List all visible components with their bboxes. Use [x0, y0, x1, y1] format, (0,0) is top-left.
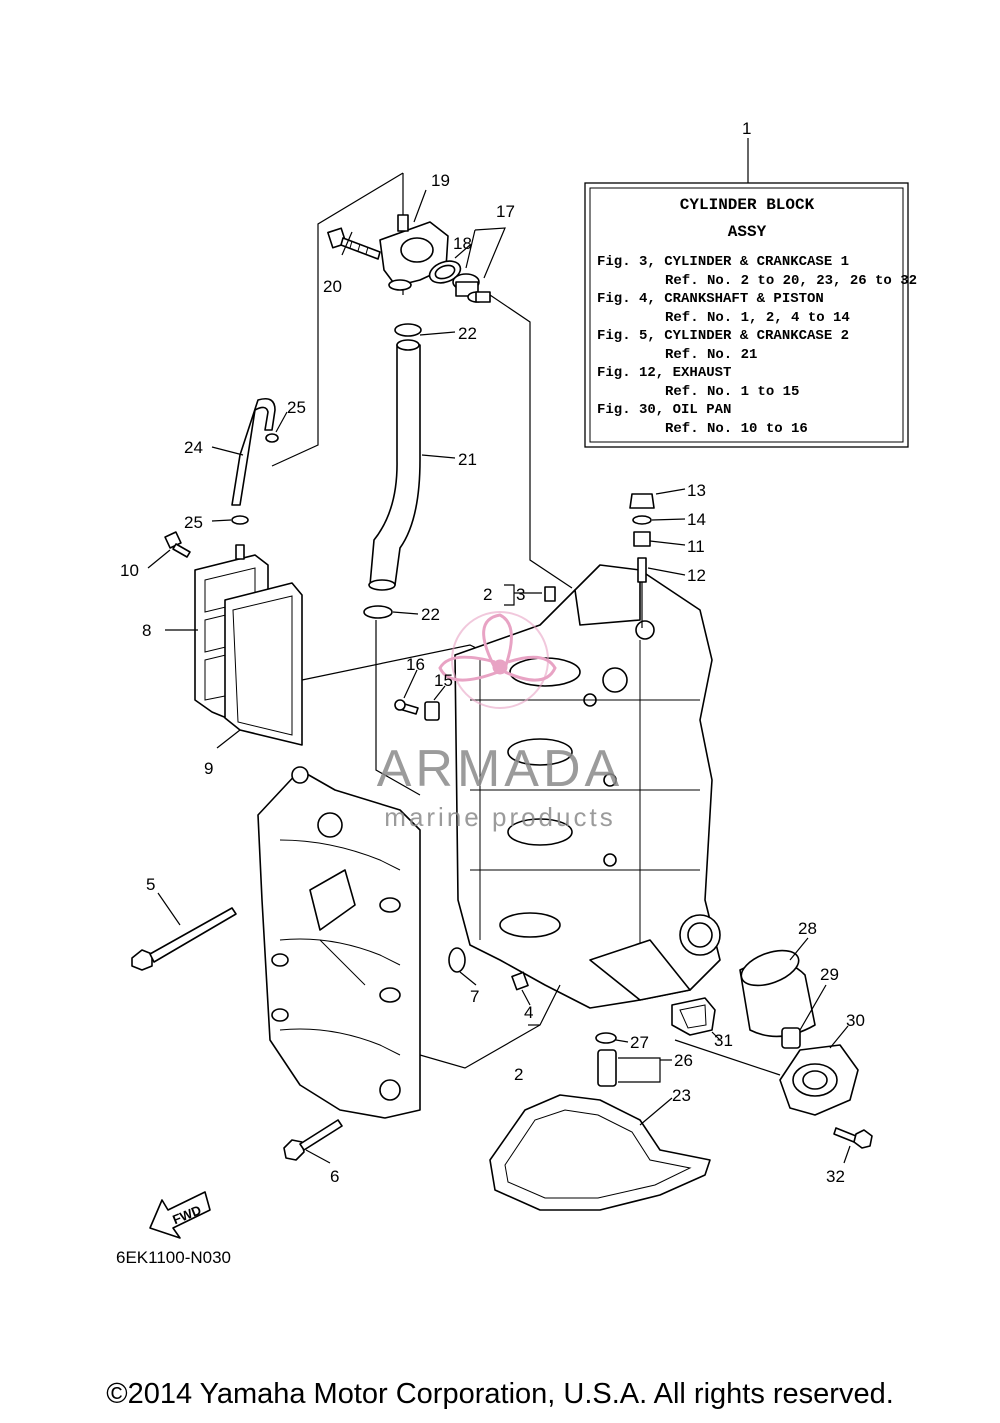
water-hose: [369, 344, 421, 586]
callout-12: 12: [687, 566, 706, 585]
callout-27: 27: [630, 1033, 649, 1052]
callout-15: 15: [434, 671, 453, 690]
callout-9: 9: [204, 759, 213, 778]
o-ring-27: [595, 1032, 617, 1044]
oil-pan-gasket: [489, 1094, 711, 1211]
dowel-pin: [544, 586, 556, 602]
thermostat-group: [271, 172, 573, 589]
callout-31: 31: [714, 1031, 733, 1050]
callout-26: 26: [674, 1051, 693, 1070]
legend-box: 1 CYLINDER BLOCK ASSY Fig. 3, CYLINDER &…: [584, 119, 917, 448]
legend-title: CYLINDER BLOCK: [680, 196, 815, 214]
bolt-10: [164, 531, 191, 558]
callout-2b: 2: [514, 1065, 523, 1084]
callout-25a: 25: [287, 398, 306, 417]
callout-2a: 2: [483, 585, 492, 604]
cylinder-head: [257, 766, 421, 1119]
legend-line-1: Fig. 3, CYLINDER & CRANKCASE 1: [597, 254, 849, 270]
legend-line-3: Fig. 4, CRANKSHAFT & PISTON: [597, 291, 824, 307]
bolt-6: [283, 1119, 343, 1164]
callout-19: 19: [431, 171, 450, 190]
callout-24: 24: [184, 438, 203, 457]
callout-10: 10: [120, 561, 139, 580]
legend-line-7: Fig. 12, EXHAUST: [597, 365, 731, 381]
o-ring-7: [448, 947, 466, 973]
callout-4: 4: [524, 1003, 533, 1022]
callout-16: 16: [406, 655, 425, 674]
union-29: [781, 1027, 801, 1049]
plug-group: [629, 488, 686, 628]
forward-arrow: FWD: [149, 1191, 211, 1239]
callout-8: 8: [142, 621, 151, 640]
callout-7: 7: [470, 987, 479, 1006]
callout-6: 6: [330, 1167, 339, 1186]
legend-line-4: Ref. No. 1, 2, 4 to 14: [665, 310, 850, 326]
callout-22a: 22: [458, 324, 477, 343]
legend-line-5: Fig. 5, CYLINDER & CRANKCASE 2: [597, 328, 849, 344]
legend-line-8: Ref. No. 1 to 15: [665, 384, 799, 400]
callout-32: 32: [826, 1167, 845, 1186]
diagram-code: 6EK1100-N030: [116, 1248, 231, 1267]
thermostat: [452, 273, 491, 303]
callout-labels: 19 17 18 20 22 25 24 21 13 14 25 11 10 1…: [120, 171, 865, 1186]
callout-28: 28: [798, 919, 817, 938]
hose-group: [363, 323, 456, 796]
collar-26: [597, 1049, 617, 1087]
legend-line-2: Ref. No. 2 to 20, 23, 26 to 32: [665, 273, 917, 289]
watermark-tagline: marine products: [384, 802, 615, 832]
callout-22b: 22: [421, 605, 440, 624]
callout-5: 5: [146, 875, 155, 894]
filter-base: [779, 1025, 859, 1116]
oil-filter: [739, 937, 816, 1038]
callout-30: 30: [846, 1011, 865, 1030]
callout-11: 11: [687, 537, 705, 556]
exhaust-gasket: [224, 582, 303, 746]
legend-line-10: Ref. No. 10 to 16: [665, 421, 808, 437]
callout-14: 14: [687, 510, 706, 529]
bolt-32: [833, 1127, 873, 1164]
legend-subtitle: ASSY: [728, 223, 767, 241]
small-hose-group: [211, 397, 288, 525]
bolt-5: [131, 892, 237, 971]
legend-line-6: Ref. No. 21: [665, 347, 757, 363]
callout-29: 29: [820, 965, 839, 984]
pin-4: [511, 971, 529, 991]
callout-18: 18: [453, 234, 472, 253]
legend-line-9: Fig. 30, OIL PAN: [597, 402, 731, 418]
bracket-15: [424, 701, 440, 721]
watermark-brand: ARMADA: [377, 740, 623, 798]
callout-25b: 25: [184, 513, 203, 532]
watermark: ARMADA marine products: [377, 611, 623, 832]
callout-23: 23: [672, 1086, 691, 1105]
callout-1: 1: [742, 119, 751, 138]
exhaust-cover-group: [147, 531, 563, 749]
bolt-20: [327, 227, 381, 260]
propeller-logo: [438, 611, 557, 709]
callout-3: 3: [516, 585, 525, 604]
plug-13: [629, 493, 655, 509]
callout-17: 17: [496, 202, 515, 221]
callout-13: 13: [687, 481, 706, 500]
callout-21: 21: [458, 450, 477, 469]
copyright-notice: ©2014 Yamaha Motor Corporation, U.S.A. A…: [106, 1378, 894, 1410]
callout-20: 20: [323, 277, 342, 296]
gasket-31: [671, 997, 716, 1036]
